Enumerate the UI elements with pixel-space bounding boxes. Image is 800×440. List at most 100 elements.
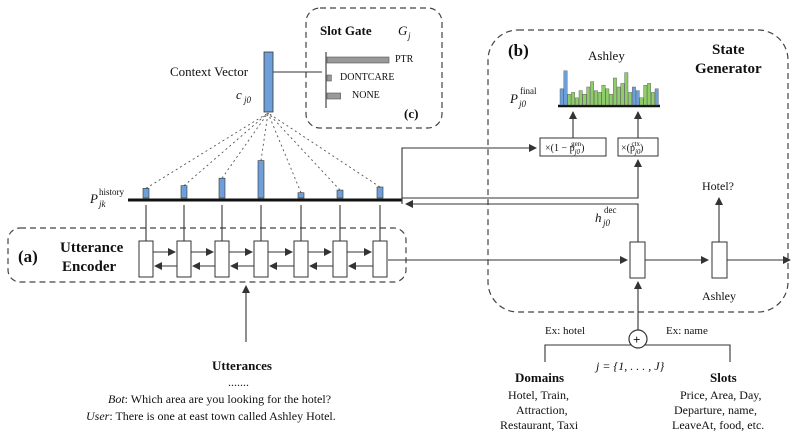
attention-bar xyxy=(218,177,226,199)
final-dist-bar xyxy=(613,77,617,106)
final-dist-bar xyxy=(651,92,655,106)
mult-ctx-text: ×(pj0ctx) xyxy=(621,140,643,156)
ex-name-label: Ex: name xyxy=(666,325,708,337)
state-label: State xyxy=(712,42,745,58)
domains-title: Domains xyxy=(515,370,564,385)
attention-bar xyxy=(142,188,150,199)
p-final-superscript: final xyxy=(520,86,537,96)
attention-dotted-line xyxy=(267,112,302,193)
p-final-subscript: j0 xyxy=(518,99,527,109)
attention-bar xyxy=(336,189,344,199)
output-word-bottom: Ashley xyxy=(702,289,736,303)
encoder-cells xyxy=(138,205,388,278)
tag-a: (a) xyxy=(18,247,38,266)
final-dist-bar xyxy=(586,86,591,106)
slots-title: Slots xyxy=(710,370,737,385)
gate-label-dontcare: DONTCARE xyxy=(340,72,394,83)
final-dist-bar xyxy=(639,97,644,106)
tag-b: (b) xyxy=(508,41,529,60)
attention-bar xyxy=(297,192,305,199)
decoder-to-attention-arrow xyxy=(405,200,639,242)
encoder-cell xyxy=(293,240,309,278)
h-dec-subscript: j0 xyxy=(602,218,611,228)
attention-dotted-line xyxy=(260,112,269,161)
context-symbol: c xyxy=(236,87,242,102)
decoder-cell-1 xyxy=(629,241,646,279)
final-dist-bar xyxy=(654,88,659,106)
utterances-title: Utterances xyxy=(212,358,272,373)
gate-bar-ptr xyxy=(326,56,390,64)
decoder-to-gen-arrow xyxy=(401,144,537,204)
attention-bar xyxy=(257,160,265,199)
final-dist-bar xyxy=(616,86,621,106)
attention-dotted-line xyxy=(267,112,381,188)
final-dist-bar xyxy=(647,83,652,106)
output-word-top: Ashley xyxy=(588,48,625,63)
final-dist-bar xyxy=(628,92,633,106)
attention-dotted-line xyxy=(267,112,341,191)
final-dist-bar xyxy=(643,84,648,106)
final-dist-bar xyxy=(590,81,595,106)
ex-hotel-label: Ex: hotel xyxy=(545,325,585,337)
attention-bars xyxy=(142,160,384,199)
j-set-label: j = {1, . . . , J} xyxy=(594,359,665,373)
state-generator-box xyxy=(487,29,789,313)
p-history-superscript: history xyxy=(99,187,125,197)
final-dist-bar xyxy=(578,90,583,106)
decoder-cell-2 xyxy=(711,241,728,279)
tag-c: (c) xyxy=(404,106,418,121)
final-dist-bar xyxy=(571,92,576,106)
utterances-ellipsis: ....... xyxy=(228,375,249,389)
encoder-label-line1: Utterance xyxy=(60,240,124,256)
final-dist-bar xyxy=(575,97,579,106)
bot-utterance: Bot: Which area are you looking for the … xyxy=(108,392,331,406)
final-dist-bar xyxy=(563,70,568,106)
final-dist-bar xyxy=(632,86,636,106)
final-dist-bar xyxy=(601,84,606,106)
slot-gate-subscript: j xyxy=(407,31,411,41)
slots-line-1: Price, Area, Day, xyxy=(680,388,762,402)
gate-label-none: NONE xyxy=(352,90,380,101)
encoder-cell xyxy=(332,240,348,278)
gate-bar-none xyxy=(326,92,341,100)
final-dist-bar xyxy=(597,92,602,106)
final-dist-bar xyxy=(635,90,640,106)
final-distribution-bars xyxy=(559,70,659,106)
final-dist-bar xyxy=(624,72,629,106)
context-vector-label: Context Vector xyxy=(170,64,249,79)
context-subscript: j0 xyxy=(243,95,252,105)
generator-label: Generator xyxy=(695,61,762,77)
encoder-cell xyxy=(176,240,192,278)
domains-line-1: Hotel, Train, xyxy=(508,388,569,402)
combine-circle xyxy=(628,329,648,349)
next-token-label: Hotel? xyxy=(702,179,734,193)
final-dist-bar xyxy=(567,93,572,106)
gate-bar-dontcare xyxy=(326,74,332,82)
attention-bar xyxy=(180,185,188,199)
domains-line-3: Restaurant, Taxi xyxy=(500,418,579,432)
p-final-symbol: P xyxy=(509,91,518,106)
mult-gen-text: ×(1 − pj0gen) xyxy=(545,140,585,156)
encoder-cell xyxy=(372,240,388,278)
encoder-cell xyxy=(253,240,269,278)
encoder-cell xyxy=(138,240,154,278)
slot-gate-bars xyxy=(326,56,390,100)
encoder-cell xyxy=(214,240,230,278)
final-dist-bar xyxy=(620,83,625,106)
attention-bar xyxy=(376,186,384,199)
encoder-label-line2: Encoder xyxy=(62,259,117,275)
slots-line-2: Departure, name, xyxy=(674,403,757,417)
gate-label-ptr: PTR xyxy=(395,54,414,65)
final-dist-bar xyxy=(609,93,614,106)
slot-gate-title: Slot Gate xyxy=(320,23,372,38)
context-vector-bar xyxy=(263,51,274,113)
final-dist-bar xyxy=(605,88,610,106)
slots-line-3: LeaveAt, food, etc. xyxy=(672,418,764,432)
final-dist-bar xyxy=(582,93,587,106)
p-history-symbol: P xyxy=(89,191,98,206)
domains-line-2: Attraction, xyxy=(516,403,568,417)
final-dist-bar xyxy=(559,88,564,106)
attention-dotted-line xyxy=(145,112,269,189)
final-dist-bar xyxy=(594,90,598,106)
